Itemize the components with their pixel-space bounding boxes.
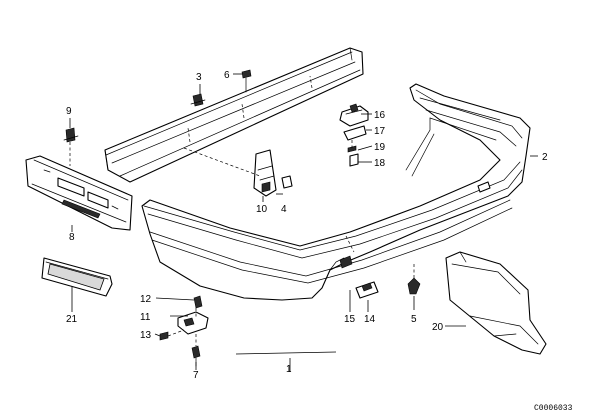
callout-9: 9 (66, 106, 72, 117)
callout-18: 18 (374, 158, 386, 169)
callout-7: 7 (193, 370, 199, 381)
part-side-cover[interactable] (445, 251, 547, 355)
callout-10: 10 (256, 204, 268, 215)
callout-2: 2 (542, 152, 548, 163)
callout-8: 8 (69, 232, 75, 243)
part-bracket-clip[interactable] (190, 93, 206, 107)
callout-21: 21 (66, 314, 78, 325)
assembly-lines (69, 140, 355, 346)
callout-15: 15 (344, 314, 356, 325)
part-bumper-cover[interactable] (141, 83, 531, 301)
callout-6: 6 (224, 70, 230, 81)
callout-11: 11 (140, 312, 151, 323)
callout-4: 4 (281, 204, 287, 215)
drawing-code: C0006033 (534, 404, 573, 413)
callout-17: 17 (374, 126, 386, 137)
leader-lines (69, 73, 538, 372)
callout-3: 3 (196, 72, 202, 83)
callout-5: 5 (411, 314, 417, 325)
part-license-plate-base[interactable] (25, 155, 133, 231)
callout-16: 16 (374, 110, 386, 121)
callout-19: 19 (374, 142, 386, 153)
part-impact-strip[interactable] (104, 47, 364, 183)
part-mount-14[interactable] (355, 281, 379, 299)
callout-14: 14 (364, 314, 376, 325)
part-clip-5[interactable] (407, 264, 421, 295)
part-buffer-set[interactable] (339, 103, 369, 167)
callout-12: 12 (140, 294, 152, 305)
part-clip-9[interactable] (63, 127, 79, 143)
part-fastener-group[interactable] (159, 295, 209, 367)
part-license-lamp[interactable] (41, 257, 113, 297)
callout-1: 1 (286, 364, 292, 375)
callout-13: 13 (140, 330, 152, 341)
callout-20: 20 (432, 322, 444, 333)
part-mounting-bracket[interactable] (253, 149, 293, 197)
callout-labels: 1 2 3 4 5 6 7 8 9 10 11 12 13 14 15 16 1… (66, 70, 548, 381)
part-bolt-6[interactable] (241, 69, 252, 93)
